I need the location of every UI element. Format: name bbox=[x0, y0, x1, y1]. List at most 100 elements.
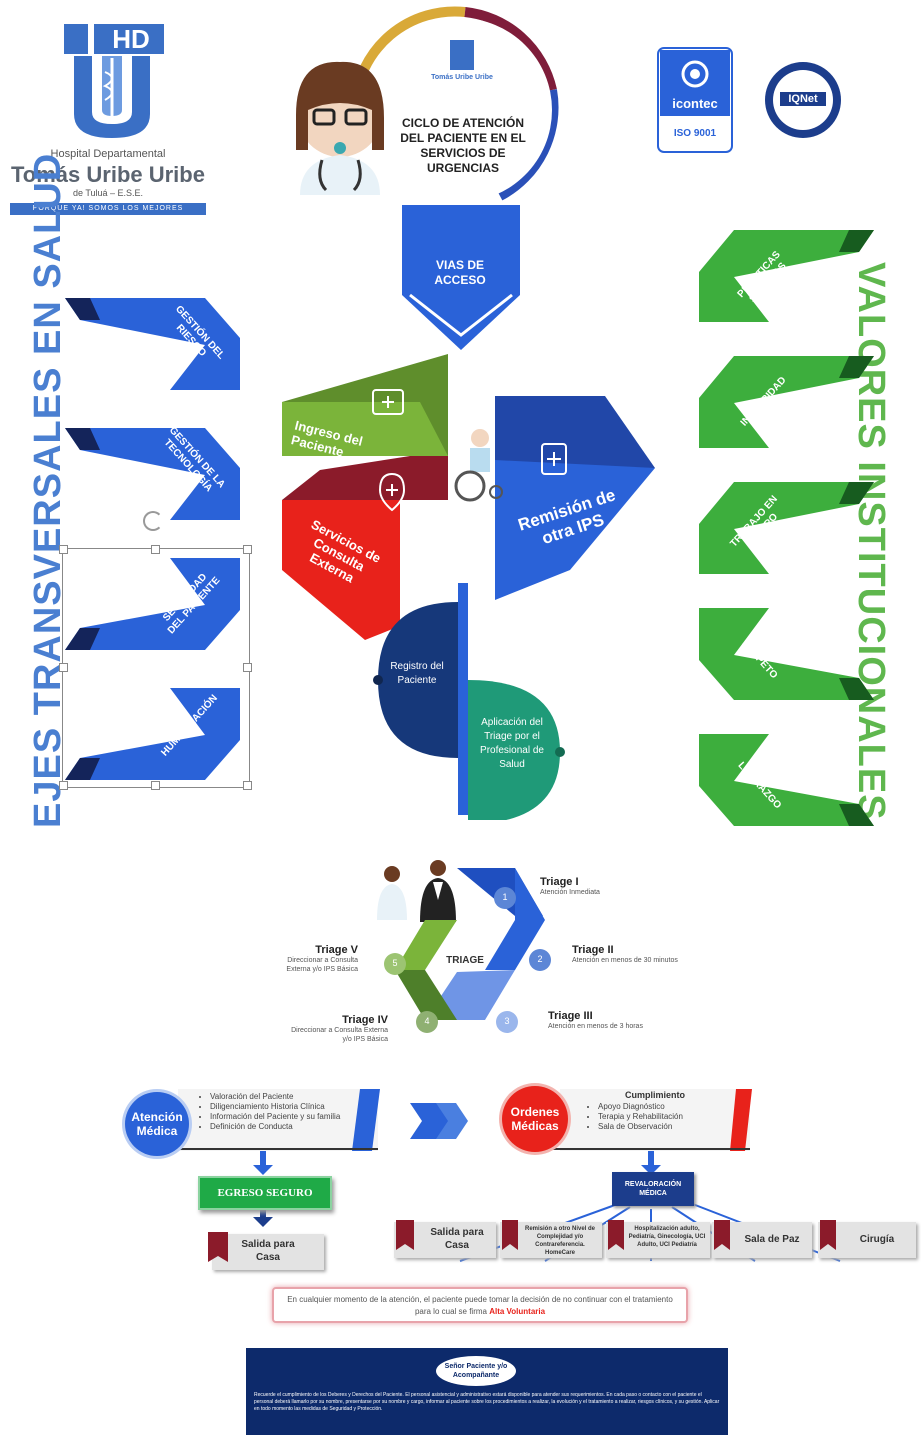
wheelchair-patient-icon bbox=[454, 429, 503, 502]
rotate-handle-icon[interactable] bbox=[143, 511, 163, 531]
triage-center: TRIAGE bbox=[446, 955, 484, 966]
triage-num-5: 5 bbox=[392, 958, 398, 968]
cycle-header-graphic bbox=[296, 6, 841, 350]
footer-text: Recuerde el cumplimiento de los Deberes … bbox=[254, 1392, 720, 1412]
triage-4: Triage IV Direccionar a Consulta Externa… bbox=[290, 1014, 388, 1044]
triage-5-desc: Direccionar a Consulta Externa y/o IPS B… bbox=[286, 957, 358, 973]
hd-logo-icon bbox=[64, 24, 164, 138]
ordenes-heading: Cumplimiento bbox=[625, 1090, 685, 1100]
selection-handle[interactable] bbox=[151, 781, 160, 790]
selection-handle[interactable] bbox=[243, 545, 252, 554]
footer-badge: Señor Paciente y/o Acompañante bbox=[436, 1356, 516, 1386]
atencion-circle: Atención Médica bbox=[125, 1092, 189, 1156]
triage-1-desc: Atención Inmediata bbox=[540, 889, 600, 896]
triage-num-2: 2 bbox=[537, 954, 543, 964]
atencion-bullet: Definición de Conducta bbox=[210, 1122, 360, 1132]
cycle-title: CICLO DE ATENCIÓN DEL PACIENTE EN EL SER… bbox=[400, 116, 526, 175]
triage-3-desc: Atención en menos de 3 horas bbox=[548, 1023, 643, 1030]
footer-badge-label: Señor Paciente y/o Acompañante bbox=[444, 1363, 508, 1379]
ordenes-circle: Ordenes Médicas bbox=[502, 1086, 568, 1152]
valor-arrow-2 bbox=[699, 356, 874, 448]
doctor-icon bbox=[296, 61, 384, 195]
logo-line2: Tomás Uribe Uribe bbox=[11, 162, 205, 187]
eje-arrow-1 bbox=[65, 298, 240, 390]
revaloracion-box: REVALORACIÓN MÉDICA bbox=[612, 1172, 694, 1206]
ordenes-title: Ordenes Médicas bbox=[510, 1105, 560, 1133]
icontec-logo-icon bbox=[657, 47, 733, 153]
ordenes-bullets: Apoyo Diagnóstico Terapia y Rehabilitaci… bbox=[588, 1102, 738, 1132]
doctors-icon bbox=[377, 860, 456, 922]
atencion-bullet: Valoración del Paciente bbox=[210, 1092, 360, 1102]
notice-text: En cualquier momento de la atención, el … bbox=[287, 1295, 673, 1316]
selection-handle[interactable] bbox=[59, 781, 68, 790]
logo-slogan: PORQUE YA! SOMOS LOS MEJORES bbox=[10, 203, 206, 215]
atencion-bullets: Valoración del Paciente Diligenciamiento… bbox=[200, 1092, 360, 1132]
outcome-tab-icon bbox=[714, 1220, 730, 1250]
salida-casa-left: Salida para Casa bbox=[212, 1234, 324, 1270]
outcome-5-label: Cirugía bbox=[859, 1234, 895, 1245]
selection-handle[interactable] bbox=[59, 663, 68, 672]
outcome-1-label: Salida para Casa bbox=[430, 1227, 484, 1251]
egreso-label: EGRESO SEGURO bbox=[217, 1187, 313, 1199]
selection-box[interactable] bbox=[59, 511, 252, 790]
triage-5: Triage V Direccionar a Consulta Externa … bbox=[262, 944, 358, 974]
triage-2-desc: Atención en menos de 30 minutos bbox=[572, 957, 678, 964]
selection-handle[interactable] bbox=[243, 781, 252, 790]
logo-hd-text: HD bbox=[112, 24, 150, 54]
registro-label: Registro del Paciente bbox=[390, 661, 444, 686]
triage-3: Triage III Atención en menos de 3 horas bbox=[548, 1010, 658, 1031]
triage-4-name: Triage IV bbox=[342, 1014, 388, 1026]
ordenes-bullet: Terapia y Rehabilitación bbox=[598, 1112, 738, 1122]
iqnet-label: IQNet bbox=[788, 93, 818, 105]
egreso-seguro-box: EGRESO SEGURO bbox=[198, 1176, 332, 1210]
triage-5-name: Triage V bbox=[315, 944, 358, 956]
iso-label: ISO 9001 bbox=[673, 128, 717, 139]
center-flow-graphic bbox=[282, 354, 655, 820]
notice-highlight: Alta Voluntaria bbox=[489, 1307, 546, 1316]
triage-num-1: 1 bbox=[502, 892, 508, 902]
selection-handle[interactable] bbox=[243, 663, 252, 672]
hospital-logo: HD Hospital Departamental Tomás Uribe Ur… bbox=[8, 10, 208, 215]
logo-line1: Hospital Departamental bbox=[50, 148, 166, 160]
small-logo-caption: Tomás Uribe Uribe bbox=[431, 74, 493, 81]
outcome-tab-icon bbox=[608, 1220, 624, 1250]
eje-arrow-2 bbox=[65, 428, 240, 520]
triage-1-name: Triage I bbox=[540, 876, 579, 888]
triage-num-4: 4 bbox=[424, 1016, 430, 1026]
iqnet-logo-icon bbox=[765, 62, 841, 138]
eje-arrow-3 bbox=[65, 558, 240, 650]
outcome-3-label: Hospitalización adulto, Pediatría, Ginec… bbox=[628, 1226, 706, 1248]
eje-arrow-4 bbox=[65, 688, 240, 780]
medicine-bottle-icon bbox=[541, 443, 567, 475]
icontec-label: icontec bbox=[672, 96, 718, 111]
medical-bag-icon bbox=[372, 389, 404, 415]
footer-box: Señor Paciente y/o Acompañante Recuerde … bbox=[246, 1348, 728, 1435]
outcome-4-label: Sala de Paz bbox=[744, 1234, 800, 1245]
location-pin-icon bbox=[378, 472, 406, 512]
triage-4-desc: Direccionar a Consulta Externa y/o IPS B… bbox=[291, 1027, 388, 1043]
valores-list: PRACTICAS SEGURAS INTEGRIDAD TRABAJO EN … bbox=[694, 222, 879, 826]
atencion-title: Atención Médica bbox=[131, 1110, 183, 1138]
ordenes-bullet: Sala de Observación bbox=[598, 1122, 738, 1132]
selection-handle[interactable] bbox=[59, 545, 68, 554]
valor-arrow-3 bbox=[699, 482, 874, 574]
ejes-list: GESTIÓN DEL RIESGO GESTIÓN DE LA TECNOLO… bbox=[60, 290, 250, 810]
triage-diagram bbox=[377, 860, 551, 1033]
ordenes-bullet: Apoyo Diagnóstico bbox=[598, 1102, 738, 1112]
outcome-tab-icon bbox=[502, 1220, 518, 1250]
atencion-bullet: Diligenciamiento Historia Clínica bbox=[210, 1102, 360, 1112]
alta-voluntaria-notice: En cualquier momento de la atención, el … bbox=[272, 1287, 688, 1323]
triage-num-3: 3 bbox=[504, 1016, 510, 1026]
revaloracion-label: REVALORACIÓN MÉDICA bbox=[624, 1181, 682, 1197]
triage-3-name: Triage III bbox=[548, 1010, 593, 1022]
vias-de-acceso: VIAS DE ACCESO bbox=[434, 258, 486, 287]
selection-handle[interactable] bbox=[151, 545, 160, 554]
triage-1: Triage I Atención Inmediata bbox=[540, 876, 650, 897]
atencion-bullet: Información del Paciente y su familia bbox=[210, 1112, 360, 1122]
valor-arrow-5 bbox=[699, 734, 874, 826]
aplicacion-label: Aplicación del Triage por el Profesional… bbox=[480, 717, 544, 770]
outcome-tab-icon bbox=[396, 1220, 414, 1250]
valor-arrow-1 bbox=[699, 230, 874, 322]
triage-2: Triage II Atención en menos de 30 minuto… bbox=[572, 944, 682, 965]
salida-left-label: Salida para Casa bbox=[241, 1239, 295, 1263]
